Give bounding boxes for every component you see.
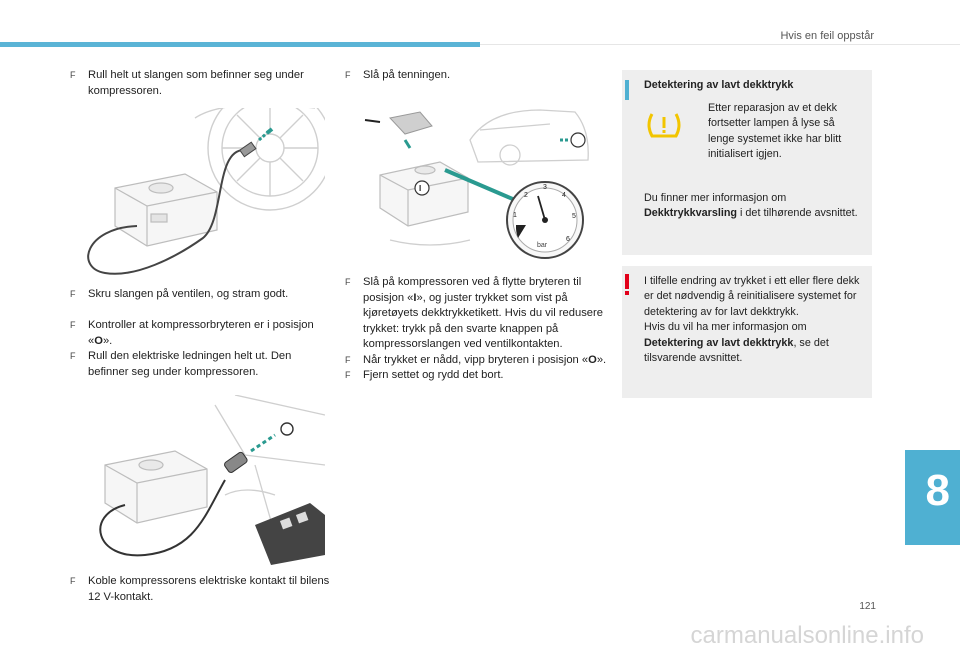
instruction-step: F Rull helt ut slangen som befinner seg u…	[70, 68, 332, 99]
info-box-title: Detektering av lavt dekktrykk	[644, 79, 794, 91]
watermark: carmanualsonline.info	[690, 622, 924, 649]
tire-pressure-warning-icon	[647, 113, 681, 138]
step-text: », og juster trykket som vist på kjøretø…	[363, 291, 603, 351]
instruction-step: F Slå på tenningen.	[345, 68, 605, 84]
step-text: ».	[596, 353, 607, 366]
illustration-gauge: I 1 2 3 4 5 6 bar	[350, 100, 600, 265]
instruction-step: F Slå på kompressoren ved å flytte bryter…	[345, 275, 607, 384]
gauge-tick-label: 4	[562, 192, 566, 199]
step-bullet: F	[345, 277, 351, 287]
step-text: ».	[102, 334, 113, 347]
section-title: Hvis en feil oppstår	[780, 30, 874, 42]
step-bullet: F	[345, 370, 351, 380]
chapter-number: 8	[925, 466, 950, 515]
instruction-step: F Kontroller at kompressorbryteren er i p…	[70, 318, 332, 380]
switch-symbol: I	[413, 291, 417, 304]
switch-symbol: O	[588, 353, 597, 366]
info-box-warning-text: Etter reparasjon av et dekk fortsetter l…	[708, 102, 842, 161]
info-box-more-text: Du finner mer informasjon om	[644, 192, 787, 204]
header-rule	[480, 44, 960, 45]
alert-icon	[625, 274, 629, 289]
illustration-power-socket	[75, 395, 325, 565]
step-text: Slå på kompressoren ved å flytte brytere…	[363, 276, 582, 304]
gauge-tick-label: 2	[524, 192, 528, 199]
page-number: 121	[859, 601, 876, 612]
illustration-hose-wheel	[75, 108, 325, 278]
info-icon	[625, 80, 629, 100]
step-text: Rull den elektriske ledningen helt ut. D…	[88, 350, 292, 378]
step-text: Koble kompressorens elektriske kontakt t…	[88, 575, 330, 603]
gauge-tick-label: 1	[513, 212, 517, 219]
chapter-tab	[905, 450, 960, 545]
info-box-more-text: i det tilhørende avsnittet.	[737, 207, 858, 220]
gauge-tick-label: 5	[572, 213, 576, 220]
step-bullet: F	[70, 289, 76, 299]
switch-symbol: O	[94, 334, 103, 347]
step-text: Når trykket er nådd, vipp bryteren i pos…	[363, 353, 589, 366]
step-text: Slå på tenningen.	[363, 69, 451, 81]
step-bullet: F	[70, 576, 76, 586]
gauge-unit: bar	[537, 242, 548, 249]
step-bullet: F	[70, 351, 76, 361]
switch-symbol-on: I	[419, 184, 421, 193]
instruction-step: F Skru slangen på ventilen, og stram godt…	[70, 287, 332, 303]
alert-box: I tilfelle endring av trykket i ett elle…	[622, 266, 872, 398]
step-text: Kontroller at kompressorbryteren er i po…	[88, 319, 314, 347]
alert-box-text: I tilfelle endring av trykket i ett elle…	[644, 274, 866, 366]
alert-box-link: Detektering av lavt dekktrykk	[644, 336, 794, 349]
step-bullet: F	[345, 70, 351, 80]
instruction-step: F Koble kompressorens elektriske kontakt …	[70, 574, 332, 605]
info-box-more: Du finner mer informasjon om Dekktrykkva…	[644, 191, 866, 222]
header-accent-bar	[0, 42, 480, 47]
gauge-tick-label: 6	[566, 236, 570, 243]
step-text: Rull helt ut slangen som befinner seg un…	[88, 69, 304, 97]
step-text: Fjern settet og rydd det bort.	[363, 369, 504, 381]
alert-box-paragraph: I tilfelle endring av trykket i ett elle…	[644, 275, 860, 318]
step-bullet: F	[70, 320, 76, 330]
alert-box-paragraph: Hvis du vil ha mer informasjon om	[644, 321, 807, 334]
step-text: Skru slangen på ventilen, og stram godt.	[88, 288, 289, 300]
step-bullet: F	[345, 354, 351, 365]
alert-icon-dot	[625, 291, 629, 295]
gauge-tick-label: 3	[543, 184, 547, 191]
info-box-more-link: Dekktrykkvarsling	[644, 207, 738, 220]
alert-box-paragraph: , se det tilsvarende avsnittet.	[644, 336, 829, 365]
step-bullet: F	[70, 70, 76, 80]
info-box: Detektering av lavt dekktrykk Etter repa…	[622, 70, 872, 255]
